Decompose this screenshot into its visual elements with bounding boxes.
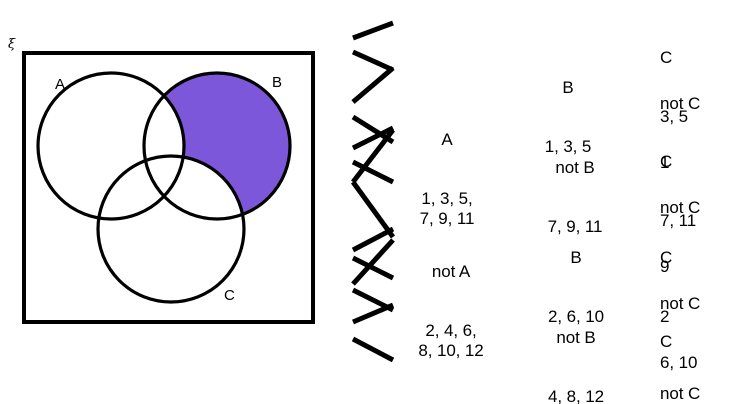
tree-node-a-b-items: 1, 3, 5 [544,137,592,157]
set-label-c: C [224,287,236,304]
tree-node-a-not-b-not-c: not C 9 [660,158,700,317]
tree-node-not-a-b-not-c-label: not C [660,293,701,313]
tree-node-not-a-not-b-not-c: not C 4, 8, 12 [660,344,716,404]
tree-node-a-b-c: C 3, 5 [660,8,688,167]
tree-node-a-not-b-c-label: C [660,151,673,171]
probability-tree-panel: A 1, 3, 5, 7, 9, 11 not A 2, 4, 6, 8, 10… [350,0,750,404]
tree-branches-svg [350,20,396,363]
set-circle-a [36,71,186,221]
tree-node-a-b-not-c: not C 1 [660,54,700,213]
tree-node-not-a-b-not-c: not C 6, 10 [660,254,700,404]
tree-node-not-a-b-not-c-items: 6, 10 [660,353,698,373]
branch-a-b-to-not-c [351,49,395,73]
tree-node-a-items: 1, 3, 5, 7, 9, 11 [419,189,475,229]
venn-diagram-panel: ξ A B C [0,0,375,404]
tree-node-a-b-c-label: C [660,47,673,67]
branch-a-b-to-c [352,20,394,41]
tree-node-a-not-b-label: not B [555,157,595,177]
tree-node-a: A 1, 3, 5, 7, 9, 11 [393,90,501,269]
shaded-region-b-only [0,0,375,404]
tree-node-not-a-not-b-not-c-label: not C [660,383,701,403]
branch-a-to-b [351,66,395,104]
set-label-a: A [55,76,66,93]
tree-node-a-b: B 1, 3, 5 [519,38,617,197]
tree-node-not-a-not-b-c: C [660,292,688,404]
tree-node-a-b-label: B [562,77,574,97]
branch-a-not-b-to-c [351,125,395,151]
set-circle-c [96,154,246,304]
branch-not-a-b-to-not-c [351,255,395,281]
venn-diagram-svg [0,0,375,404]
tree-node-a-not-b-not-c-label: not C [660,197,701,217]
branch-not-a-b-to-c [351,226,395,253]
tree-node-a-b-not-c-items: 1 [660,153,670,173]
universal-set-label: ξ [8,37,16,52]
tree-node-not-a: not A 2, 4, 6, 8, 10, 12 [393,222,509,401]
tree-node-not-a-not-b-label: not B [556,327,596,347]
branch-root-to-not-a [350,180,396,239]
branch-a-to-not-b [351,114,395,145]
branch-a-not-b-to-not-c [351,159,395,185]
branch-not-a-not-b-to-c [352,302,394,325]
tree-node-not-a-b-c-label: C [660,247,673,267]
set-circle-b [142,71,292,221]
tree-node-a-b-c-items: 3, 5 [660,107,688,127]
tree-node-not-a-b-items: 2, 6, 10 [548,307,604,327]
tree-node-a-not-b-c: C 7, 11 [660,112,696,271]
tree-node-not-a-label: not A [431,261,471,281]
tree-node-not-a-items: 2, 4, 6, 8, 10, 12 [418,321,484,361]
tree-node-not-a-b-c-items: 2 [660,307,670,327]
tree-node-not-a-b-c: C 2 [660,208,688,367]
tree-node-not-a-b-label: B [570,247,582,267]
tree-node-a-label: A [441,129,453,149]
tree-node-not-a-not-b-items: 4, 8, 12 [548,387,604,404]
tree-node-not-a-b: B 2, 6, 10 [523,208,629,367]
tree-node-a-not-b: not B 7, 9, 11 [525,118,625,277]
branch-not-a-to-b [351,238,395,286]
tree-node-a-not-b-not-c-items: 9 [660,257,670,277]
tree-node-a-not-b-items: 7, 9, 11 [547,217,603,237]
tree-node-not-a-not-b: not B 4, 8, 12 [525,288,627,404]
tree-node-a-not-b-c-items: 7, 11 [660,211,697,231]
tree-node-a-b-not-c-label: not C [660,93,701,113]
tree-node-not-a-not-b-c-label: C [660,331,673,351]
set-label-b: B [272,74,283,91]
branch-not-a-not-b-to-not-c [351,336,395,363]
